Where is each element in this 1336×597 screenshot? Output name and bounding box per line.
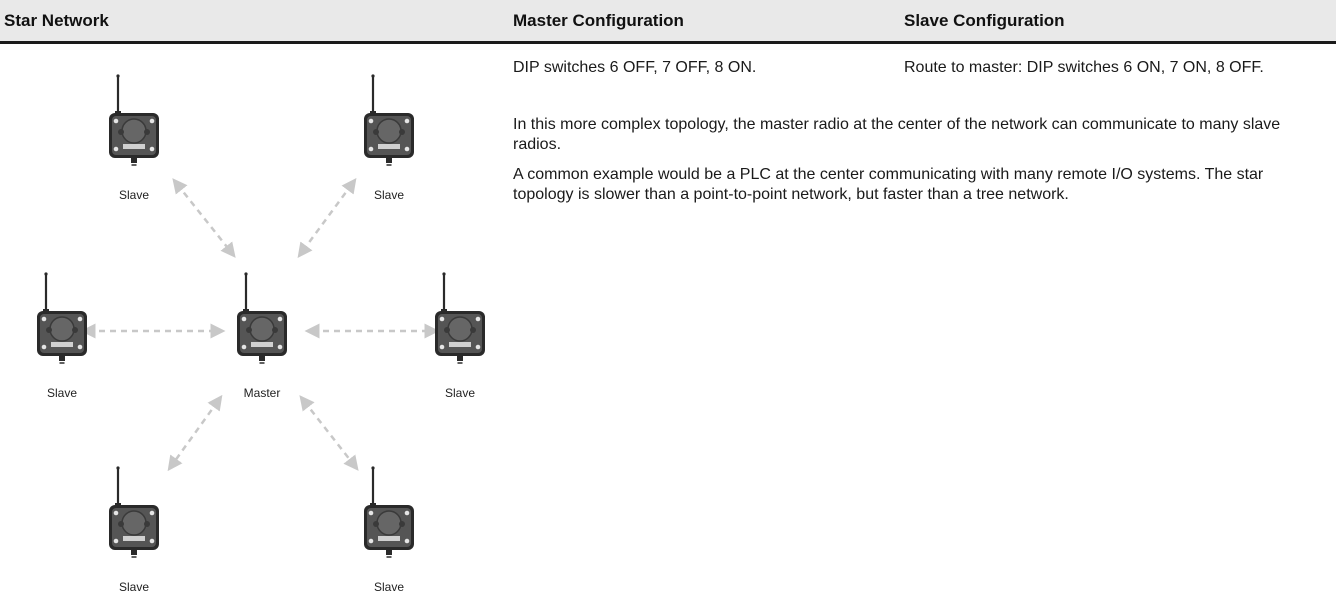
slave-radio-icon: [362, 73, 416, 167]
connection-arrow-top-left: [172, 178, 236, 258]
node-label: Slave: [119, 580, 149, 594]
node-label: Slave: [374, 188, 404, 202]
header-slave-configuration: Slave Configuration: [904, 11, 1065, 30]
slave-radio-icon: [433, 271, 487, 365]
slave-configuration-cell: Route to master: DIP switches 6 ON, 7 ON…: [904, 59, 1264, 76]
node-label: Slave: [445, 386, 475, 400]
node-label: Slave: [47, 386, 77, 400]
node-label: Slave: [374, 580, 404, 594]
master-configuration-cell: DIP switches 6 OFF, 7 OFF, 8 ON.: [513, 59, 757, 76]
slave-radio-icon: [107, 465, 161, 559]
header-master-configuration: Master Configuration: [513, 11, 684, 30]
header-star-network: Star Network: [4, 11, 109, 30]
connection-arrow-bottom-left: [167, 394, 223, 472]
connection-arrow-bottom-right: [299, 395, 359, 471]
slave-radio-icon: [362, 465, 416, 559]
table-header-row: Star Network Master Configuration Slave …: [0, 0, 1336, 44]
description-paragraph: In this more complex topology, the maste…: [513, 116, 1281, 153]
slave-radio-icon: [35, 271, 89, 365]
slave-radio-icon: [107, 73, 161, 167]
star-network-diagram: Slave Slave Slave Master Slave Slave Sla…: [35, 73, 487, 594]
node-label: Slave: [119, 188, 149, 202]
node-label: Master: [244, 386, 281, 400]
connection-arrow-top-right: [297, 177, 357, 259]
description-paragraph: A common example would be a PLC at the c…: [513, 166, 1264, 203]
master-radio-icon: [235, 271, 289, 365]
